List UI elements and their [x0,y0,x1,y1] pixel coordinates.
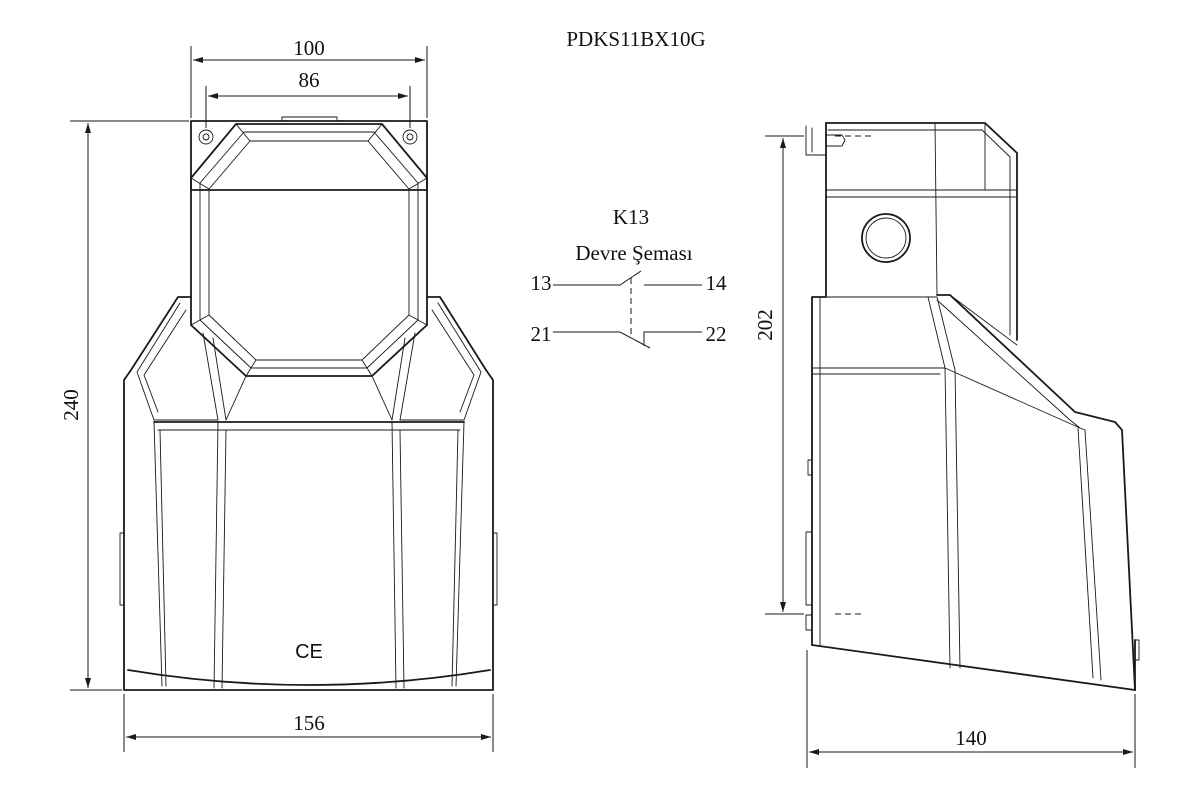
side-sloped-front [936,294,1136,691]
front-hood-outer [190,123,428,377]
front-dimensions: 100 86 240 156 [59,36,494,752]
circuit-title: K13 [613,205,649,229]
mount-hole-left-icon [198,129,214,145]
side-button-icon [861,213,911,263]
dim-top-inner-label: 86 [299,68,320,92]
front-body-outline [123,296,494,691]
side-dimensions: 202 140 [753,135,1136,768]
side-dim-height-label: 202 [753,309,777,341]
front-view: CE [119,116,498,691]
side-bottom-edge [811,644,1136,691]
side-dim-depth-label: 140 [955,726,987,750]
circuit-subtitle: Devre Şeması [575,241,692,265]
mount-hole-right-icon [402,129,418,145]
dim-bottom-width-label: 156 [293,711,325,735]
circuit-schematic: K13 Devre Şeması 13 14 21 22 [531,205,728,349]
ce-mark-icon: CE [295,641,323,663]
terminal-21-label: 21 [531,322,552,346]
front-side-tab-left [119,532,125,606]
dim-height-label: 240 [59,389,83,421]
front-side-tab-right [492,532,498,606]
side-tab-back [805,531,813,606]
terminal-14-label: 14 [706,271,728,295]
contact-nc-switch [553,331,651,349]
terminal-22-label: 22 [706,322,727,346]
side-top-housing [825,122,1018,341]
model-code-label: PDKS11BX10G [566,27,705,51]
dim-top-outer-label: 100 [293,36,325,60]
terminal-13-label: 13 [531,271,552,295]
contact-no-switch [553,270,642,286]
front-top-plate [190,120,428,191]
side-view [805,122,1140,691]
